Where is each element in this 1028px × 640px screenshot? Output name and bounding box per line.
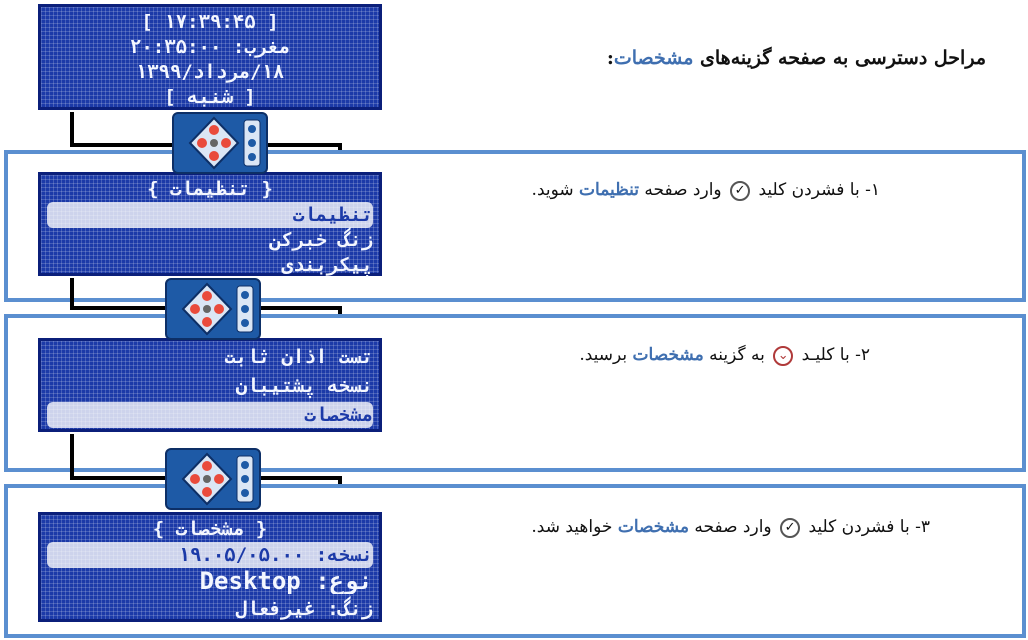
remote-control-icon: [165, 448, 261, 510]
remote-keypad-icon: [181, 282, 254, 336]
lcd-screen-title: { مشخصات }: [152, 518, 268, 540]
lcd-settings-screen: { تنظیمات } تنظیمات زنگ خبرکن پیکربندی: [38, 172, 382, 276]
check-icon: ✓: [730, 180, 751, 201]
lcd-version-row: نسخه: ۱۹.۰۵/۰۵.۰۰: [47, 542, 373, 568]
lcd-menu-item: زنگ خبرکن: [270, 229, 373, 251]
check-icon: ✓: [780, 517, 801, 538]
lcd-time: [ ۱۷:۳۹:۴۵ ]: [141, 11, 279, 33]
lcd-alarm-row: زنگ: غیرفعال: [235, 598, 373, 620]
step-1-text: ۱- با فشردن کلید ✓ وارد صفحه تنظیمات شوی…: [531, 180, 880, 201]
lcd-type-row: نوع: Desktop: [199, 568, 373, 594]
lcd-weekday: [ شنبه ]: [164, 86, 256, 108]
remote-control-icon: [165, 278, 261, 340]
connector-wire: [70, 278, 74, 310]
step-2-text: ۲- با کلیـد ⌄ به گزینه مشخصات برسید.: [579, 345, 870, 366]
lcd-menu-item-selected: مشخصات: [47, 402, 373, 428]
lcd-menu-item: نسخه پشتیبان: [235, 375, 373, 397]
lcd-date: ۱۸/مرداد/۱۳۹۹: [135, 61, 285, 83]
step-3-text: ۳- با فشردن کلید ✓ وارد صفحه مشخصات خواه…: [531, 517, 930, 538]
lcd-list-screen: تست اذان ثابت نسخه پشتیبان مشخصات: [38, 338, 382, 432]
lcd-specs-screen: { مشخصات } نسخه: ۱۹.۰۵/۰۵.۰۰ نوع: Deskto…: [38, 512, 382, 622]
connector-wire: [70, 112, 74, 146]
lcd-menu-item-selected: تنظیمات: [47, 202, 373, 228]
lcd-menu-item: تست اذان ثابت: [224, 346, 373, 368]
remote-keypad-icon: [188, 116, 261, 170]
lcd-prayer-time: مغرب: ۲۰:۳۵:۰۰: [129, 36, 291, 58]
lcd-home-screen: [ ۱۷:۳۹:۴۵ ] مغرب: ۲۰:۳۵:۰۰ ۱۸/مرداد/۱۳۹…: [38, 4, 382, 110]
lcd-menu-item: پیکربندی: [281, 254, 373, 276]
connector-wire: [70, 434, 74, 480]
chevron-down-icon: ⌄: [773, 345, 794, 366]
lcd-screen-title: { تنظیمات }: [147, 178, 273, 200]
remote-control-icon: [172, 112, 268, 174]
page-title: مراحل دسترسی به صفحه گزینه‌های مشخصات:: [606, 47, 986, 69]
remote-keypad-icon: [181, 452, 254, 506]
